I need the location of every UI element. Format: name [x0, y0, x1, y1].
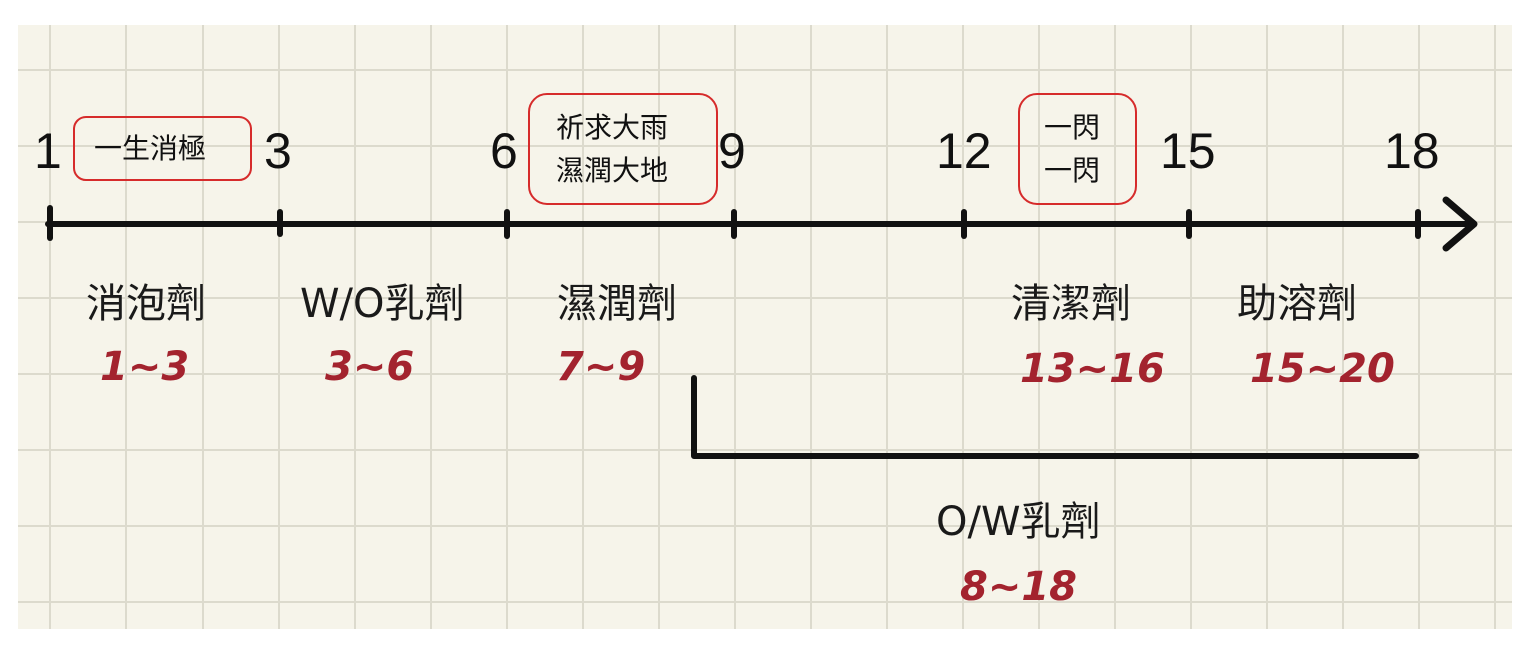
- tick-label-18: 18: [1384, 123, 1440, 179]
- range-wetting-agent: 7~9: [556, 344, 645, 390]
- range-ow-emulsifier: 8~18: [960, 564, 1077, 610]
- category-label-detergent: 清潔劑: [1011, 281, 1131, 327]
- category-label-ow-emulsifier: O/W乳劑: [936, 499, 1101, 545]
- note-3-text-line-2: 一閃: [1044, 154, 1100, 187]
- note-2-text-line-1: 祈求大雨: [556, 111, 668, 144]
- tick-label-1: 1: [34, 123, 62, 179]
- tick-label-6: 6: [490, 123, 518, 179]
- category-label-wo-emulsifier: W/O乳劑: [300, 281, 465, 327]
- tick-marks: [47, 205, 1421, 241]
- category-label-wetting-agent: 濕潤劑: [557, 281, 677, 327]
- range-detergent: 13~16: [1020, 346, 1165, 392]
- range-wo-emulsifier: 3~6: [325, 344, 414, 390]
- paper-background: [18, 25, 1512, 629]
- tick-label-12: 12: [936, 123, 992, 179]
- category-label-solubilizer: 助溶劑: [1237, 281, 1357, 327]
- ow-range-bracket: [691, 375, 1419, 459]
- note-2-text-line-2: 濕潤大地: [556, 154, 668, 187]
- axis-arrowhead: [1442, 196, 1478, 252]
- range-solubilizer: 15~20: [1250, 346, 1395, 392]
- note-box-1: [73, 116, 252, 181]
- tick-label-3: 3: [264, 123, 292, 179]
- note-box-3: [1018, 93, 1137, 205]
- tick-label-9: 9: [718, 123, 746, 179]
- note-3-text-line-1: 一閃: [1044, 111, 1100, 144]
- note-box-2: [528, 93, 718, 205]
- note-1-text: 一生消極: [94, 132, 206, 165]
- tick-label-15: 15: [1160, 123, 1216, 179]
- range-antifoam: 1~3: [100, 344, 189, 390]
- category-label-antifoam: 消泡劑: [86, 281, 206, 327]
